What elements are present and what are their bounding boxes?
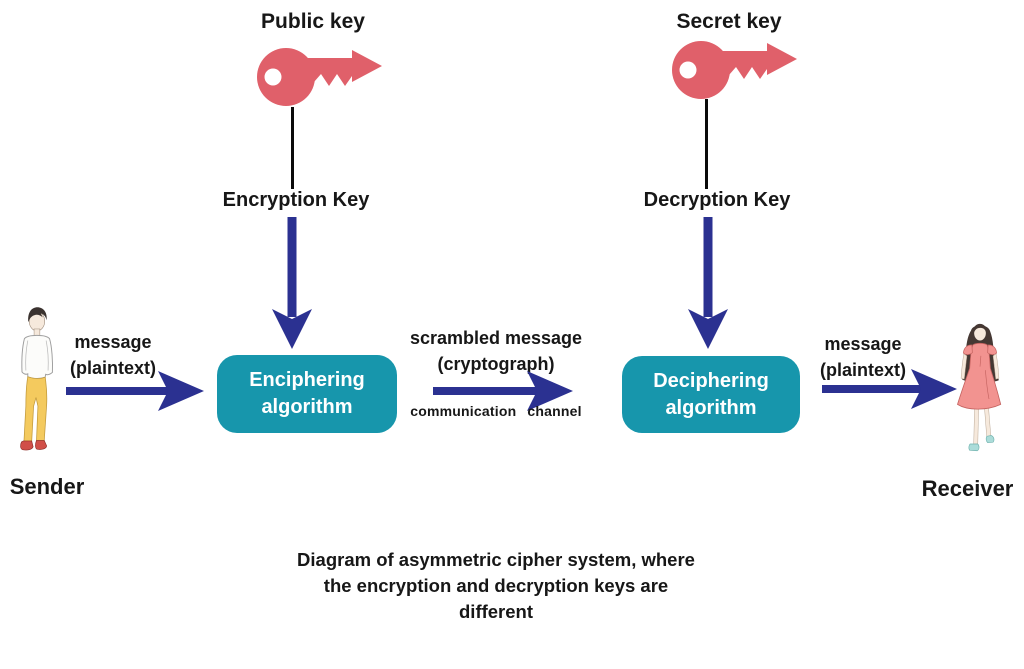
receiver-message-arrow-icon [822,369,957,409]
caption-line1: Diagram of asymmetric cipher system, whe… [297,549,695,570]
receiver-message-label: message (plaintext) [798,331,928,383]
secret-key-title: Secret key [676,10,782,33]
receiver-message-line2: (plaintext) [819,360,906,380]
sender-message-label: message (plaintext) [48,329,178,381]
enciphering-algorithm-box: Enciphering algorithm [217,355,397,433]
secret-key-connector-line [705,99,708,189]
receiver-label: Receiver [921,476,1014,501]
decryption-arrow-icon [688,217,728,349]
sender-message-line2: (plaintext) [69,358,156,378]
enciphering-box-line2: algorithm [261,396,353,418]
deciphering-algorithm-box: Deciphering algorithm [622,356,800,433]
scrambled-message-line1: scrambled message [409,328,583,348]
secret-key-icon [672,41,797,99]
communication-channel-label: communication channel [410,403,582,419]
decryption-key-label: Decryption Key [643,189,791,211]
deciphering-box-line1: Deciphering [653,369,769,392]
sender-figure [20,307,54,451]
channel-arrow-icon [433,371,573,411]
receiver-figure [957,323,1002,452]
sender-message-line1: message [74,332,152,352]
caption-line3: different [459,601,533,622]
sender-message-arrow-icon [66,371,204,411]
sender-label: Sender [9,474,85,499]
public-key-title: Public key [261,10,365,33]
encryption-arrow-icon [272,217,312,349]
enciphering-box-line1: Enciphering [249,369,365,391]
encryption-key-label: Encryption Key [222,189,370,211]
diagram-caption: Diagram of asymmetric cipher system, whe… [271,547,721,625]
scrambled-message-line2: (cryptograph) [437,354,555,374]
caption-line2: the encryption and decryption keys are [323,575,669,596]
public-key-icon [257,48,382,106]
receiver-message-line1: message [824,334,902,354]
deciphering-box-line2: algorithm [665,396,757,419]
public-key-connector-line [291,107,294,189]
scrambled-message-label: scrambled message (cryptograph) [390,325,602,377]
